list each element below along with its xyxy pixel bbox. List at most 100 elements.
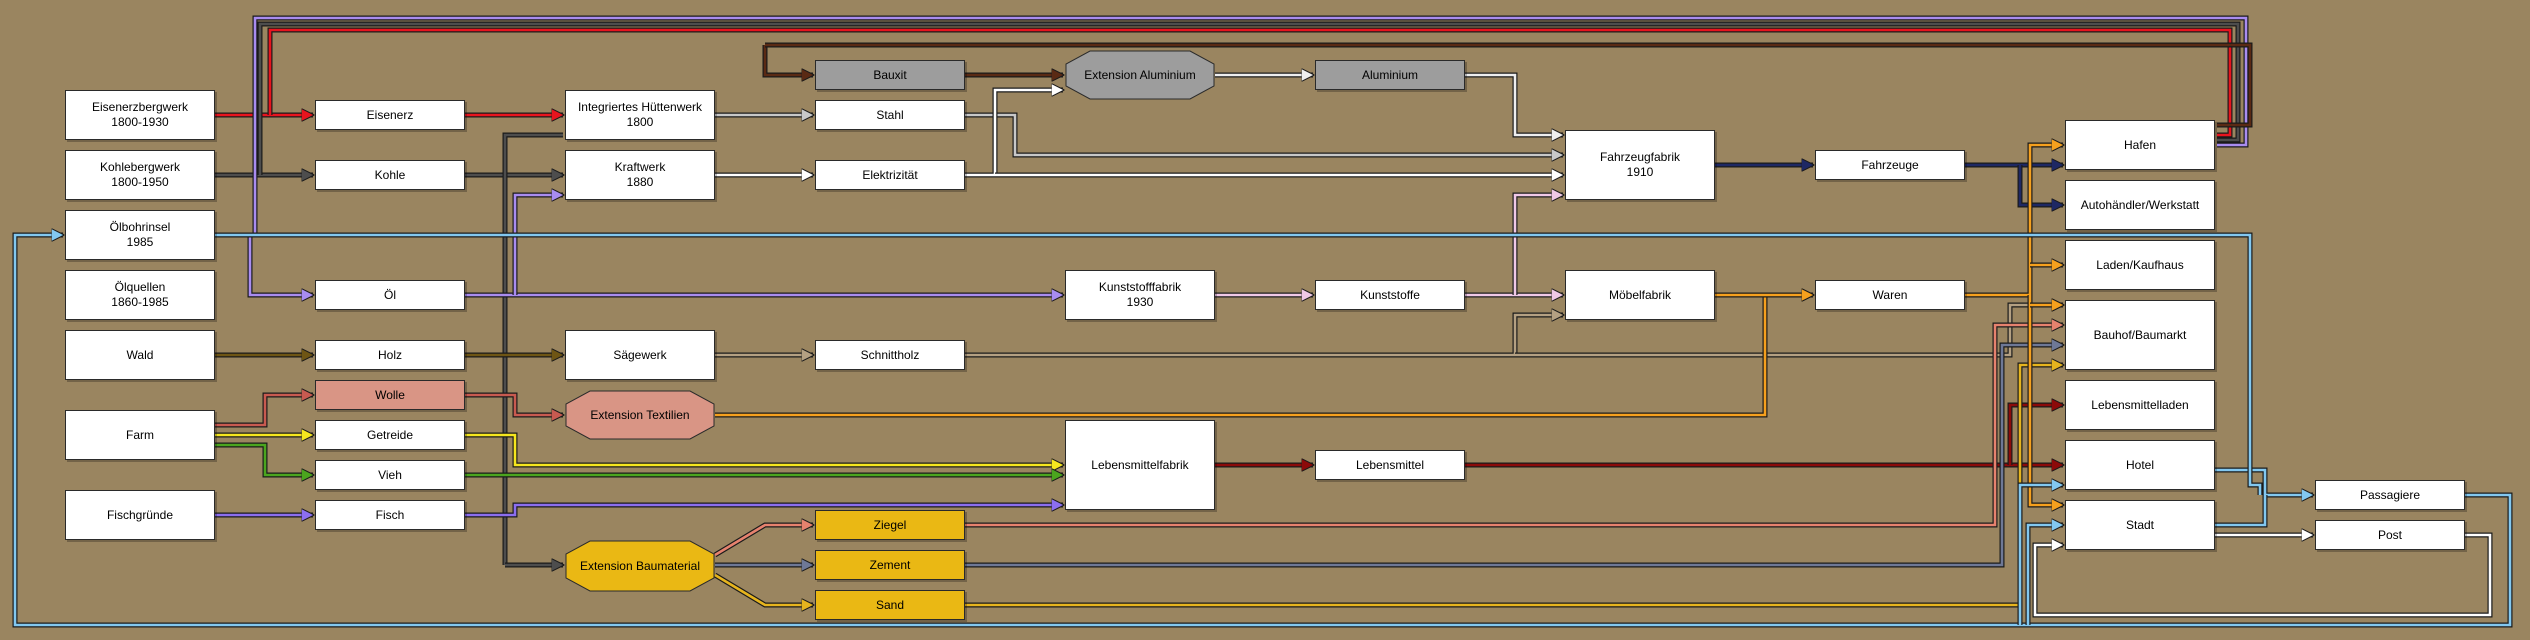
node-oelquellen-years: 1860-1985 — [111, 295, 169, 309]
wire-wolle — [215, 395, 313, 427]
node-stahl[interactable]: Stahl — [815, 100, 965, 130]
node-passagiere[interactable]: Passagiere — [2315, 480, 2465, 510]
node-saegewerk-label: Sägewerk — [613, 347, 667, 362]
node-eisenerzbergwerk-label: Eisenerzbergwerk — [91, 100, 189, 114]
node-kunststoffe[interactable]: Kunststoffe — [1315, 280, 1465, 310]
node-post[interactable]: Post — [2315, 520, 2465, 550]
node-fahrzeugfabrik-label: Fahrzeugfabrik — [1599, 150, 1681, 164]
node-kohle[interactable]: Kohle — [315, 160, 465, 190]
node-post-label: Post — [2377, 527, 2402, 542]
node-kraftwerk[interactable]: Kraftwerk 1880 — [565, 150, 715, 200]
node-ziegel[interactable]: Ziegel — [815, 510, 965, 540]
node-kraftwerk-years: 1880 — [626, 175, 654, 189]
wire-fahrzeuge — [2018, 165, 2063, 205]
wire-post — [2033, 533, 2492, 617]
wire-getreide — [465, 433, 1063, 465]
node-schnittholz[interactable]: Schnittholz — [815, 340, 965, 370]
wire-passagiere — [2018, 485, 2063, 625]
node-saegewerk[interactable]: Sägewerk — [565, 330, 715, 380]
wire-bauxit — [765, 43, 2252, 127]
node-fahrzeugfabrik-years: 1910 — [1626, 165, 1654, 179]
node-holz[interactable]: Holz — [315, 340, 465, 370]
node-eisenerz[interactable]: Eisenerz — [315, 100, 465, 130]
node-fahrzeuge[interactable]: Fahrzeuge — [1815, 150, 1965, 180]
node-stadt[interactable]: Stadt — [2065, 500, 2215, 550]
node-wolle[interactable]: Wolle — [315, 380, 465, 410]
node-lebensmittelladen[interactable]: Lebensmittelladen — [2065, 380, 2215, 430]
wire-kohle — [503, 133, 563, 565]
node-aluminium-label: Aluminium — [1361, 67, 1418, 82]
wire-outline-passagiere — [2215, 495, 2268, 528]
node-eisenerzbergwerk[interactable]: Eisenerzbergwerk 1800-1930 — [65, 90, 215, 140]
node-sand[interactable]: Sand — [815, 590, 965, 620]
wire-outline-fahrzeuge — [2017, 165, 2063, 208]
node-eisenerzbergwerk-years: 1800-1930 — [111, 115, 169, 129]
node-fischgruende[interactable]: Fischgründe — [65, 490, 215, 540]
wire-oel — [253, 16, 2248, 235]
wire-passagiere — [2215, 468, 2313, 495]
node-eisenerz-label: Eisenerz — [366, 107, 414, 122]
node-oel[interactable]: Öl — [315, 280, 465, 310]
wire-oel — [215, 233, 313, 295]
node-hotel[interactable]: Hotel — [2065, 440, 2215, 490]
node-laden[interactable]: Laden/Kaufhaus — [2065, 240, 2215, 290]
node-moebelfabrik[interactable]: Möbelfabrik — [1565, 270, 1715, 320]
node-kohle-label: Kohle — [374, 167, 406, 182]
node-extension-textilien[interactable] — [565, 390, 715, 440]
node-ziegel-label: Ziegel — [873, 517, 907, 532]
node-elektrizitaet[interactable]: Elektrizität — [815, 160, 965, 190]
node-autohaendler[interactable]: Autohändler/Werkstatt — [2065, 180, 2215, 230]
node-extension-baumaterial-label: Extension Baumaterial — [579, 559, 701, 573]
node-bauhof[interactable]: Bauhof/Baumarkt — [2065, 300, 2215, 370]
wire-kunststoffe — [1513, 195, 1563, 295]
wire-oel — [513, 195, 563, 295]
node-extension-aluminium-label: Extension Aluminium — [1084, 68, 1196, 82]
node-lebensmittelfabrik[interactable]: Lebensmittelfabrik — [1065, 420, 1215, 510]
node-huettenwerk-years: 1800 — [626, 115, 654, 129]
node-lebensmittel[interactable]: Lebensmittel — [1315, 450, 1465, 480]
node-kunststoffe-label: Kunststoffe — [1360, 287, 1420, 302]
node-vieh[interactable]: Vieh — [315, 460, 465, 490]
node-aluminium[interactable]: Aluminium — [1315, 60, 1465, 90]
node-waren-label: Waren — [1872, 287, 1908, 302]
node-extension-baumaterial[interactable] — [565, 540, 715, 592]
node-kunststofffabrik-label: Kunststofffabrik — [1098, 280, 1182, 294]
node-elektrizitaet-label: Elektrizität — [862, 167, 918, 182]
node-oelquellen[interactable]: Ölquellen 1860-1985 — [65, 270, 215, 320]
node-fischgruende-label: Fischgründe — [106, 507, 174, 522]
wire-outline-bauxit — [762, 45, 813, 78]
wire-outline-oel — [215, 232, 313, 298]
wire-schnittholz — [965, 315, 1563, 357]
node-fahrzeugfabrik[interactable]: Fahrzeugfabrik 1910 — [1565, 130, 1715, 200]
node-waren[interactable]: Waren — [1815, 280, 1965, 310]
node-kohlebergwerk[interactable]: Kohlebergwerk 1800-1950 — [65, 150, 215, 200]
wire-outline-oel — [252, 15, 2249, 235]
node-extension-aluminium[interactable] — [1065, 50, 1215, 100]
wire-outline-getreide — [465, 432, 1063, 468]
node-farm-label: Farm — [126, 427, 154, 442]
node-schnittholz-label: Schnittholz — [860, 347, 920, 362]
wire-waren — [1965, 145, 2063, 297]
wire-outline-passagiere — [215, 232, 2263, 495]
node-hafen[interactable]: Hafen — [2065, 120, 2215, 170]
node-zement[interactable]: Zement — [815, 550, 965, 580]
node-oel-label: Öl — [384, 287, 396, 302]
node-laden-label: Laden/Kaufhaus — [2096, 257, 2184, 272]
node-kunststofffabrik[interactable]: Kunststofffabrik 1930 — [1065, 270, 1215, 320]
node-getreide[interactable]: Getreide — [315, 420, 465, 450]
node-bauxit-label: Bauxit — [873, 67, 907, 82]
node-oelbohrinsel-years: 1985 — [126, 235, 154, 249]
node-oelbohrinsel[interactable]: Ölbohrinsel 1985 — [65, 210, 215, 260]
wire-outline-oel — [512, 192, 563, 295]
node-fisch-label: Fisch — [375, 507, 405, 522]
node-huettenwerk[interactable]: Integriertes Hüttenwerk 1800 — [565, 90, 715, 140]
wire-outline-sand — [713, 572, 813, 608]
node-farm[interactable]: Farm — [65, 410, 215, 460]
node-getreide-label: Getreide — [366, 427, 414, 442]
node-fahrzeuge-label: Fahrzeuge — [1861, 157, 1919, 172]
node-bauxit[interactable]: Bauxit — [815, 60, 965, 90]
node-fisch[interactable]: Fisch — [315, 500, 465, 530]
node-wald[interactable]: Wald — [65, 330, 215, 380]
node-passagiere-label: Passagiere — [2359, 487, 2421, 502]
